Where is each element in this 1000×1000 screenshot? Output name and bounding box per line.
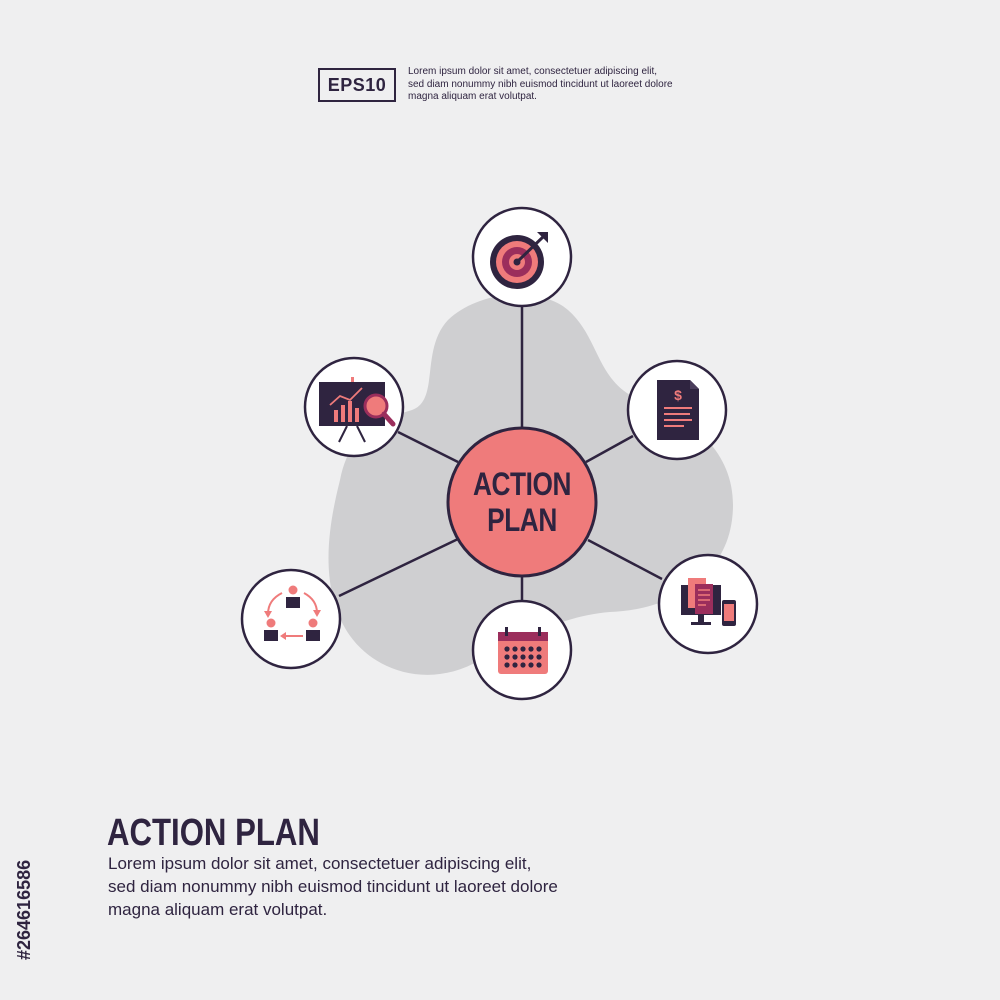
target-icon: [490, 232, 548, 289]
center-circle: [446, 426, 598, 578]
header-line: Lorem ipsum dolor sit amet, consectetuer…: [408, 66, 658, 77]
side-stock-code: #264616586: [8, 760, 36, 970]
center-label-line-1: ACTION: [472, 466, 572, 502]
node-circle-team: [240, 568, 342, 670]
header-line: sed diam nonummy nibh euismod tincidunt …: [408, 78, 673, 90]
stock-code-text: #264616586: [14, 859, 34, 960]
connector-line: [338, 537, 459, 598]
connector-lines: [338, 298, 663, 603]
footer-line: magna aliquam erat volutpat.: [108, 900, 328, 919]
connector-line: [585, 434, 634, 464]
page-title: ACTION PLAN: [107, 812, 320, 854]
eps-badge: EPS10: [318, 68, 396, 102]
calendar-icon: [498, 627, 548, 674]
footer-description: Lorem ipsum dolor sit amet, consectetuer…: [108, 852, 630, 921]
header-line: magna aliquam erat volutpat.: [408, 91, 537, 102]
connector-line: [397, 430, 459, 464]
presentation-analysis-icon: [319, 377, 396, 443]
devices-report-icon: [681, 578, 736, 626]
center-label: ACTION PLAN: [460, 428, 585, 576]
footer-line: sed diam nonummy nibh euismod tincidunt …: [108, 877, 558, 896]
invoice-document-icon: $: [657, 380, 699, 440]
connector-line: [587, 538, 663, 581]
footer-line: Lorem ipsum dolor sit amet, consectetuer…: [108, 854, 532, 873]
header-description: Lorem ipsum dolor sit amet, consectetuer…: [408, 66, 688, 104]
svg-text:$: $: [674, 387, 682, 403]
team-cycle-icon: [264, 585, 321, 641]
center-label-line-2: PLAN: [487, 502, 557, 538]
